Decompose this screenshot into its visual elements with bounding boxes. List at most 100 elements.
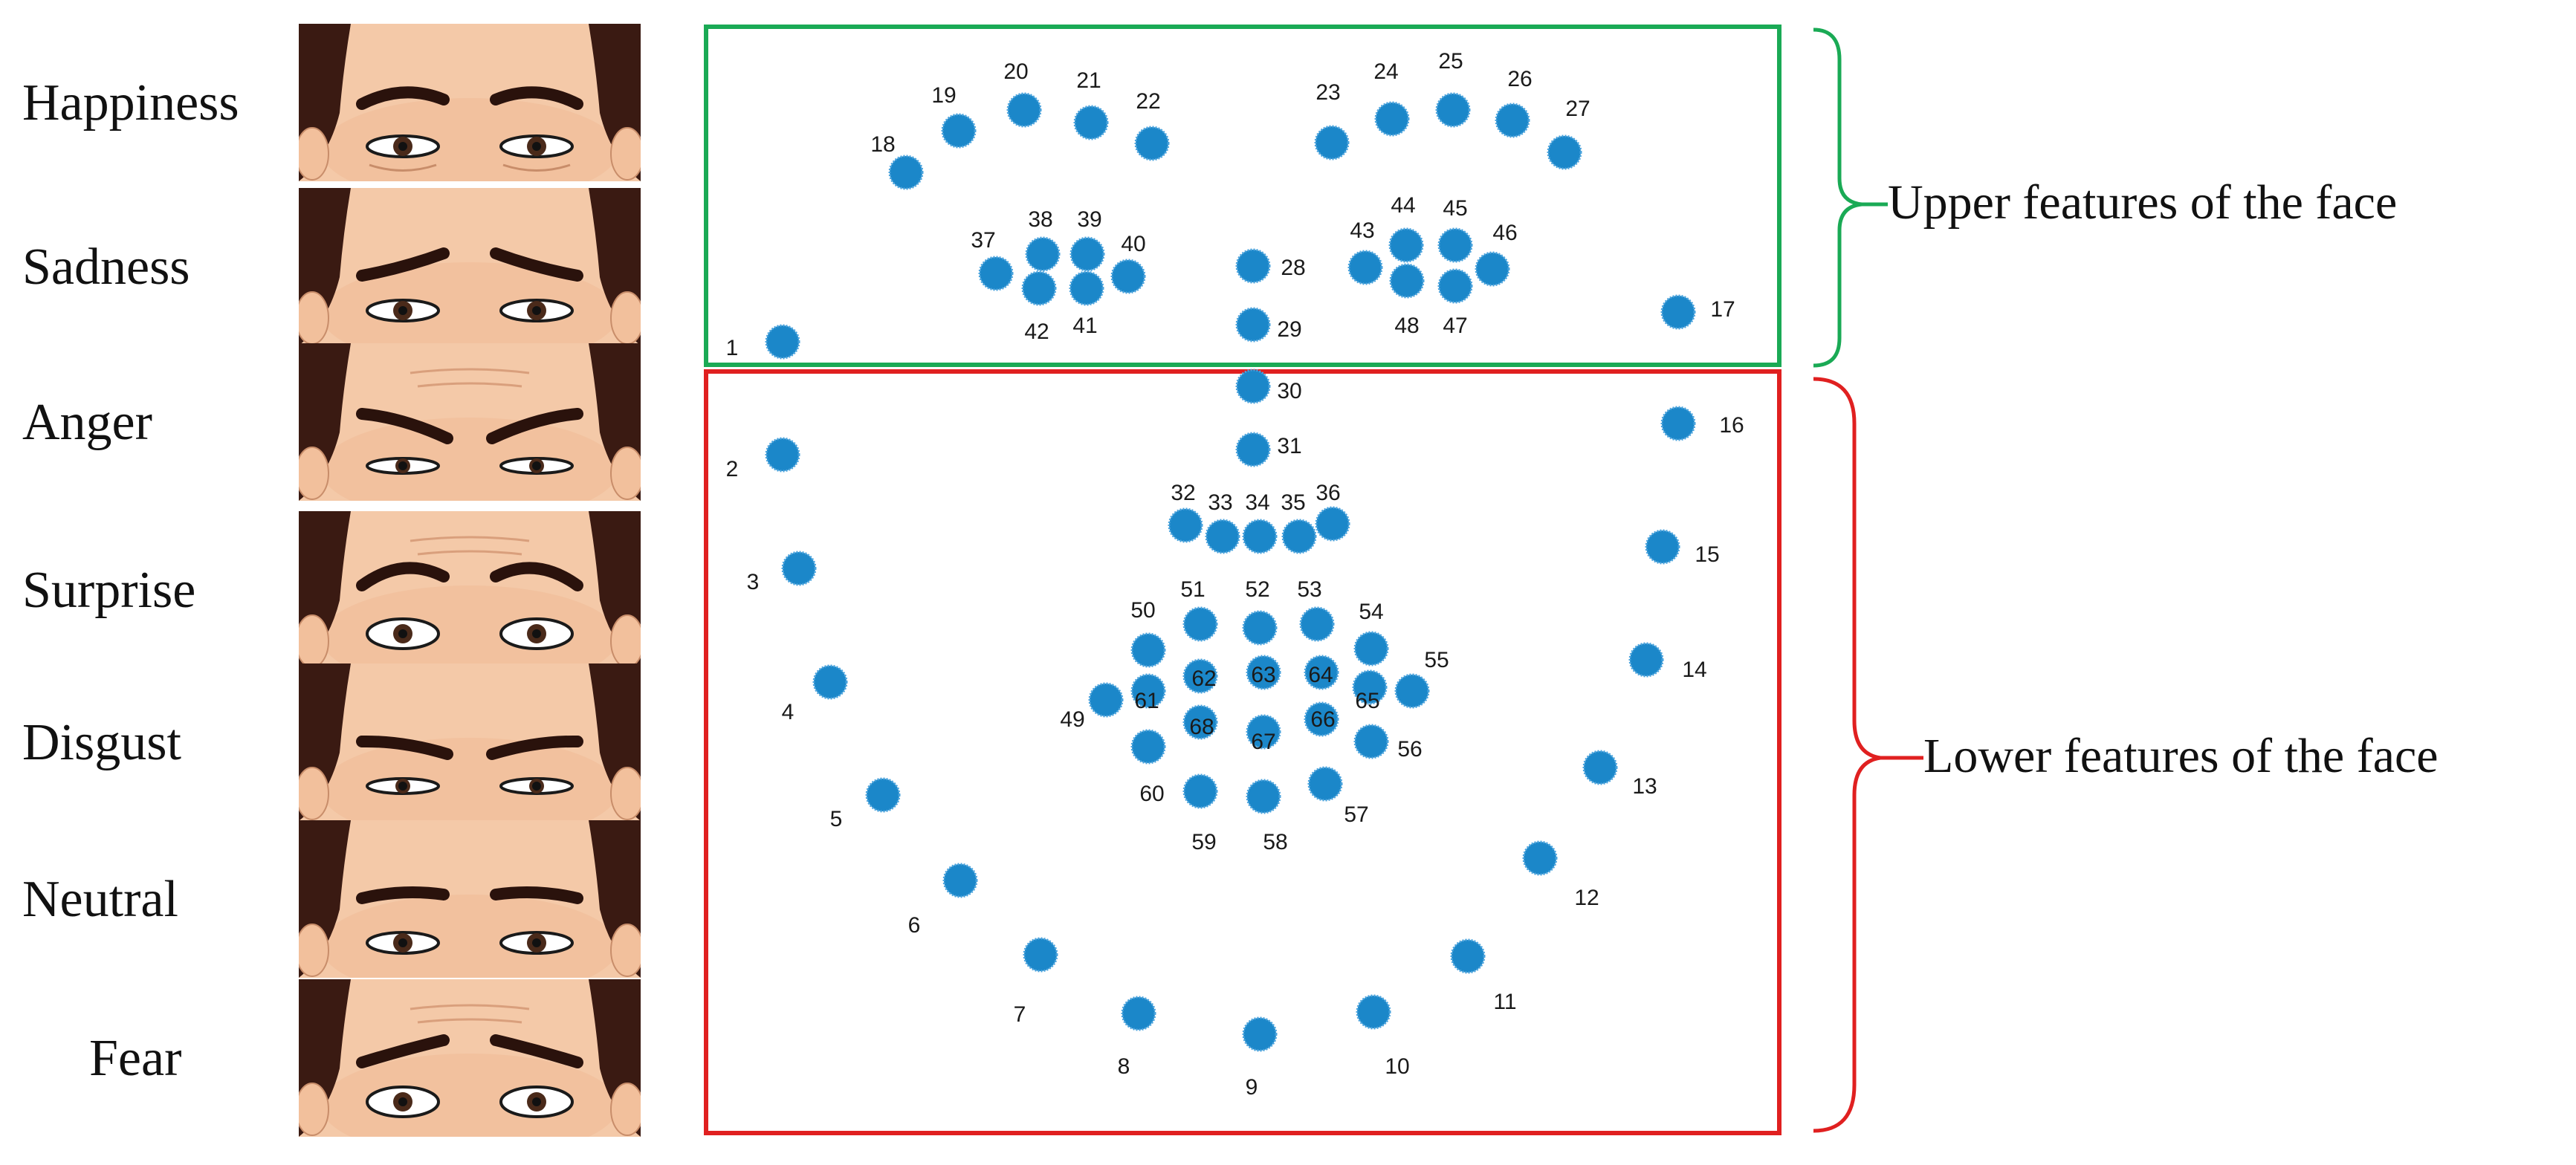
landmark-dot xyxy=(1182,773,1218,809)
landmark-dot xyxy=(1304,701,1339,737)
landmark-point: 56 xyxy=(1353,724,1423,762)
landmark-point: 41 xyxy=(1069,270,1104,338)
landmark-point: 22 xyxy=(1134,89,1170,161)
landmark-label: 2 xyxy=(726,457,739,481)
face-illustration xyxy=(299,511,641,669)
emotion-label: Disgust xyxy=(22,714,181,771)
lower-brace xyxy=(1813,377,1881,1133)
landmark-label: 37 xyxy=(971,228,995,253)
landmark-point: 51 xyxy=(1180,577,1218,642)
landmark-label: 66 xyxy=(1310,707,1335,732)
landmark-point: 11 xyxy=(1450,938,1517,1014)
landmark-label: 17 xyxy=(1710,297,1735,322)
landmark-point: 66 xyxy=(1304,701,1339,737)
landmark-label: 9 xyxy=(1246,1075,1258,1100)
landmark-label: 63 xyxy=(1251,663,1275,687)
landmark-label: 4 xyxy=(782,700,795,724)
face-illustration xyxy=(299,343,641,501)
landmark-point: 32 xyxy=(1168,481,1203,543)
landmark-label: 65 xyxy=(1355,689,1379,713)
landmark-dot xyxy=(1182,704,1218,740)
landmark-point: 53 xyxy=(1297,577,1335,642)
landmark-dot xyxy=(1353,724,1389,759)
landmark-point: 48 xyxy=(1389,263,1425,338)
face-illustration xyxy=(299,663,641,821)
landmark-dot xyxy=(1522,840,1558,876)
landmark-dot xyxy=(1246,714,1281,750)
lower-features-label: Lower features of the face xyxy=(1923,729,2439,783)
landmark-point: 45 xyxy=(1437,196,1473,263)
face-illustration xyxy=(299,24,641,181)
landmark-point: 50 xyxy=(1130,598,1166,668)
landmark-point: 16 xyxy=(1660,406,1744,441)
landmark-dot xyxy=(1121,996,1156,1031)
landmark-point: 57 xyxy=(1307,766,1369,827)
emotion-label: Fear xyxy=(89,1030,182,1087)
landmark-point: 12 xyxy=(1522,840,1599,910)
landmark-point: 23 xyxy=(1314,80,1350,160)
landmark-dot xyxy=(1168,507,1203,543)
landmark-label: 27 xyxy=(1565,97,1590,121)
landmark-dot xyxy=(1281,519,1317,554)
landmark-label: 43 xyxy=(1350,218,1374,243)
landmark-dot xyxy=(1307,766,1343,802)
landmark-point: 36 xyxy=(1315,481,1350,542)
face-illustration xyxy=(299,188,641,345)
landmark-dot xyxy=(1394,673,1430,709)
emotion-label: Neutral xyxy=(22,871,178,928)
emotion-label: Happiness xyxy=(22,74,239,132)
landmark-point: 24 xyxy=(1373,59,1410,137)
landmark-label: 38 xyxy=(1028,207,1052,232)
landmark-dot xyxy=(1356,994,1391,1030)
landmark-dot xyxy=(1315,506,1350,542)
landmark-label: 45 xyxy=(1443,196,1467,221)
landmark-point: 15 xyxy=(1645,529,1720,567)
landmark-label: 35 xyxy=(1281,490,1305,515)
landmark-dot xyxy=(1352,669,1388,705)
landmark-label: 55 xyxy=(1424,648,1449,672)
landmark-point: 29 xyxy=(1235,307,1302,343)
landmark-point: 8 xyxy=(1118,996,1156,1079)
landmark-label: 15 xyxy=(1695,542,1719,567)
landmark-point: 10 xyxy=(1356,994,1410,1079)
landmark-point: 13 xyxy=(1582,750,1657,799)
landmark-label: 13 xyxy=(1632,774,1657,799)
landmark-label: 20 xyxy=(1003,59,1028,84)
landmark-dot xyxy=(1242,1016,1278,1052)
landmark-point: 27 xyxy=(1547,97,1590,170)
landmark-point: 2 xyxy=(726,437,800,481)
landmark-label: 57 xyxy=(1344,802,1368,827)
landmark-point: 43 xyxy=(1347,218,1383,285)
landmark-label: 24 xyxy=(1373,59,1398,84)
landmark-label: 33 xyxy=(1208,490,1232,515)
landmark-point: 38 xyxy=(1025,207,1061,272)
landmark-point: 44 xyxy=(1388,193,1424,263)
landmark-point: 49 xyxy=(1060,682,1124,732)
landmark-label: 67 xyxy=(1251,730,1275,754)
landmark-label: 32 xyxy=(1171,481,1195,505)
landmark-point: 54 xyxy=(1353,600,1389,666)
landmark-label: 23 xyxy=(1315,80,1340,105)
landmark-label: 18 xyxy=(870,132,895,157)
landmark-label: 60 xyxy=(1139,782,1164,806)
landmark-label: 34 xyxy=(1245,490,1269,515)
landmark-dot xyxy=(865,777,901,813)
landmark-dot xyxy=(1073,105,1109,140)
landmark-point: 14 xyxy=(1628,642,1707,682)
landmark-dot xyxy=(1021,270,1057,306)
landmark-dot xyxy=(1374,101,1410,137)
emotion-label: Anger xyxy=(22,394,152,451)
landmark-label: 16 xyxy=(1719,413,1744,438)
landmark-dot xyxy=(1388,227,1424,263)
landmark-label: 49 xyxy=(1060,707,1084,732)
landmark-label: 40 xyxy=(1121,232,1145,256)
face-illustration xyxy=(299,979,641,1137)
landmark-label: 1 xyxy=(726,336,739,360)
landmark-dot xyxy=(1437,227,1473,263)
landmark-dot xyxy=(1023,937,1058,973)
landmark-point: 33 xyxy=(1205,490,1240,554)
landmark-dot xyxy=(1475,251,1510,287)
landmark-dot xyxy=(1182,606,1218,642)
